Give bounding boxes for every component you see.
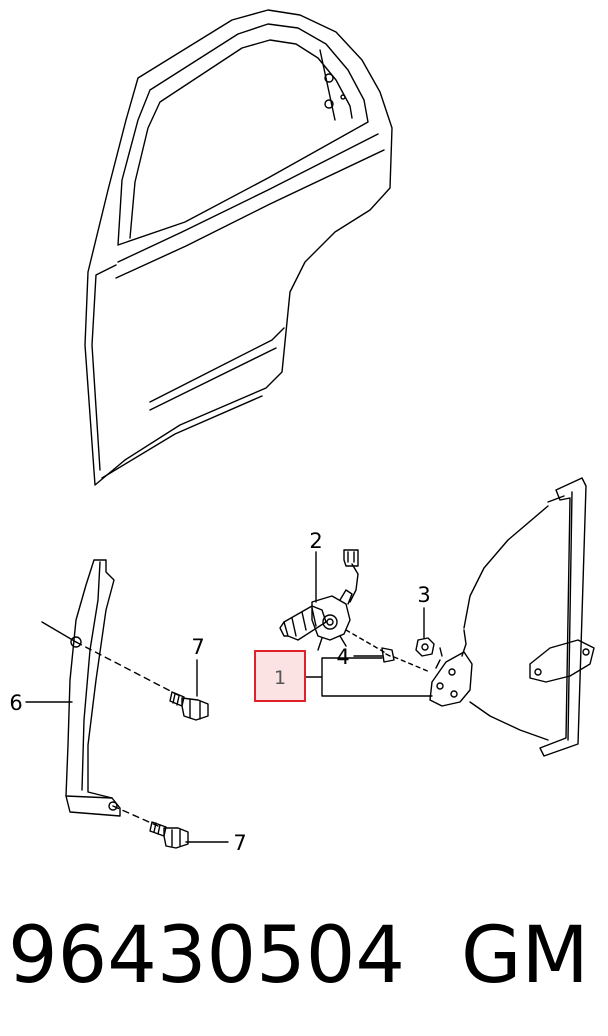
part-number: 96430504: [8, 911, 406, 1001]
axis-dash-line: [75, 641, 179, 696]
leader-bracket: [305, 657, 433, 697]
selected-part-highlight[interactable]: [254, 650, 306, 702]
nut: [415, 637, 435, 657]
part-label-7-lower[interactable]: 7: [233, 831, 246, 855]
part-label-4[interactable]: 4: [336, 645, 349, 669]
window-regulator: [429, 477, 595, 757]
leader-line: [41, 621, 77, 643]
part-caption: 96430504 GM: [8, 906, 598, 1006]
rear-door-panel: [84, 9, 393, 486]
axis-dash-line: [345, 629, 385, 653]
part-label-7-upper[interactable]: 7: [191, 635, 204, 659]
part-label-2[interactable]: 2: [309, 529, 322, 553]
guide-rail: [65, 559, 121, 817]
brand-name: GM: [461, 911, 589, 1001]
axis-dash-line: [393, 656, 431, 673]
axis-dash-line: [112, 805, 159, 827]
part-label-3[interactable]: 3: [417, 583, 430, 607]
part-label-1[interactable]: 1: [274, 667, 286, 689]
part-label-6[interactable]: 6: [9, 691, 22, 715]
bolt-upper: [169, 691, 209, 721]
bolt-lower: [149, 821, 189, 849]
pin: [381, 647, 395, 663]
window-motor: [279, 549, 359, 651]
